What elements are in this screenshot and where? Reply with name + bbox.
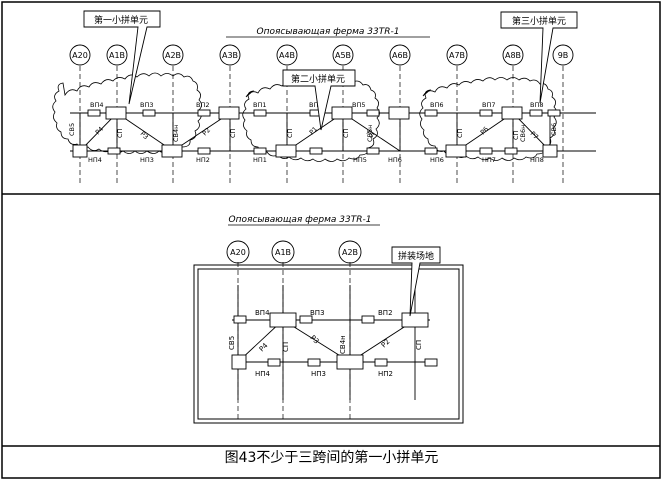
svg-text:СВ6н: СВ6н <box>519 125 527 142</box>
svg-text:НП3: НП3 <box>140 156 154 164</box>
unit3-member-labels: ВП6 ВП7 ВП8 НП6 НП7 НП8 СП СП СВ6н СВ6 Р… <box>430 101 558 164</box>
svg-text:НП3: НП3 <box>311 370 326 378</box>
assembly-site-frame-inner <box>197 268 460 420</box>
top-axis-bubble <box>219 44 241 66</box>
svg-text:НП6: НП6 <box>430 156 444 164</box>
top-axis-bubble <box>106 44 128 66</box>
top-axis-label: A1B <box>109 51 125 60</box>
svg-text:ВП7: ВП7 <box>482 101 495 109</box>
top-axis-label: A3B <box>222 51 238 60</box>
svg-text:СП: СП <box>512 130 520 140</box>
top-axis-label: A2B <box>165 51 181 60</box>
top-axis-label: A20 <box>72 51 88 60</box>
top-axis-bubble <box>69 44 91 66</box>
svg-text:ВП2: ВП2 <box>378 309 393 317</box>
top-axis-bubble <box>552 44 574 66</box>
svg-text:НП7: НП7 <box>482 156 496 164</box>
top-axis-label: A6B <box>392 51 408 60</box>
svg-text:第二小拼单元: 第二小拼单元 <box>291 73 345 85</box>
svg-text:Р7: Р7 <box>529 130 540 141</box>
svg-text:ВП5: ВП5 <box>352 101 365 109</box>
svg-text:СП: СП <box>116 128 124 138</box>
svg-text:Р4: Р4 <box>94 125 105 136</box>
svg-text:СП: СП <box>282 342 290 352</box>
top-axis-label: A5B <box>335 51 351 60</box>
svg-text:ВП1: ВП1 <box>309 101 322 109</box>
top-axis-bubble <box>446 44 468 66</box>
svg-text:СП: СП <box>286 128 294 138</box>
figure-caption: 图43不少于三跨间的第一小拼单元 <box>224 450 439 466</box>
svg-text:ВП4: ВП4 <box>255 309 270 317</box>
bottom-axis-label: A20 <box>230 248 246 257</box>
svg-text:ВП6: ВП6 <box>430 101 443 109</box>
svg-text:Р6: Р6 <box>479 125 490 136</box>
bottom-panel: Опоясывающая ферма 33TR-1 A20 A1B A2B <box>193 215 464 424</box>
svg-text:ВП4: ВП4 <box>90 101 103 109</box>
bottom-axis-bubbles: A20 A1B A2B <box>226 240 362 264</box>
bottom-panel-title: Опоясывающая ферма 33TR-1 <box>229 215 372 225</box>
top-axis-label: A8B <box>505 51 521 60</box>
top-axis-bubbles: A20 A1B A2B A3B A4B A5B A6B A7B A8B 9B <box>69 44 574 66</box>
svg-text:НП5: НП5 <box>353 156 367 164</box>
bottom-node-boxes <box>231 312 438 370</box>
svg-text:СВ4н: СВ4н <box>339 335 347 354</box>
svg-text:Р3: Р3 <box>139 130 150 141</box>
svg-text:Р4: Р4 <box>258 341 270 353</box>
top-panel: Опоясывающая ферма 33TR-1 A20 A1B A2B A3B A4… <box>52 10 596 185</box>
callout-assembly-site: 拼装场地 <box>391 246 441 317</box>
svg-text:СВ5: СВ5 <box>68 123 76 136</box>
svg-text:ВП3: ВП3 <box>140 101 153 109</box>
svg-text:ВП8: ВП8 <box>530 101 543 109</box>
svg-text:第一小拼单元: 第一小拼单元 <box>94 14 148 26</box>
svg-text:НП2: НП2 <box>196 156 210 164</box>
svg-text:НП4: НП4 <box>255 370 271 378</box>
svg-text:Р2: Р2 <box>380 338 392 350</box>
svg-text:СП: СП <box>342 128 350 138</box>
svg-text:Р1: Р1 <box>308 125 319 136</box>
unit2-member-labels: ВП1 ВП1 ВП5 НП1 НП5 НП6 СП СП СВ5н Р1 Р5 <box>253 101 402 164</box>
svg-text:第三小拼单元: 第三小拼单元 <box>512 15 566 27</box>
svg-text:Р3: Р3 <box>309 334 321 346</box>
svg-text:ВП3: ВП3 <box>310 309 325 317</box>
unit1-member-labels: ВП4 ВП3 ВП2 НП4 НП3 НП2 СВ5 СП СВ4н СП Р… <box>68 101 237 164</box>
svg-text:НП8: НП8 <box>530 156 544 164</box>
svg-text:НП6: НП6 <box>388 156 402 164</box>
svg-text:НП2: НП2 <box>378 370 393 378</box>
svg-text:СП: СП <box>229 128 237 138</box>
top-axis-bubble <box>162 44 184 66</box>
svg-text:СП: СП <box>415 340 423 350</box>
callout-second: 第二小拼单元 <box>282 69 356 131</box>
svg-text:СП: СП <box>456 128 464 138</box>
top-panel-title: Опоясывающая ферма 33TR-1 <box>257 27 400 37</box>
svg-text:拼装场地: 拼装场地 <box>398 250 434 262</box>
top-axis-bubble <box>502 44 524 66</box>
bottom-member-labels: ВП4 ВП3 ВП2 НП4 НП3 НП2 СВ5 СП СВ4н СП Р… <box>228 309 423 378</box>
svg-text:НП4: НП4 <box>88 156 102 164</box>
svg-text:СВ4н: СВ4н <box>172 125 180 142</box>
bottom-axis-label: A2B <box>342 248 358 257</box>
bottom-axis-label: A1B <box>275 248 291 257</box>
svg-text:ВП2: ВП2 <box>196 101 209 109</box>
outer-frame <box>1 1 661 479</box>
callout-first: 第一小拼单元 <box>83 10 161 105</box>
svg-text:ВП1: ВП1 <box>253 101 266 109</box>
top-node-boxes <box>72 106 561 158</box>
top-axis-label: 9B <box>558 51 569 60</box>
svg-text:СВ6: СВ6 <box>550 123 558 136</box>
svg-text:Р5: Р5 <box>365 129 376 140</box>
top-axis-bubble <box>389 44 411 66</box>
top-axis-label: A4B <box>279 51 295 60</box>
svg-text:Р2: Р2 <box>201 126 212 137</box>
svg-text:СВ5н: СВ5н <box>366 125 374 142</box>
callout-third: 第三小拼单元 <box>500 11 578 104</box>
top-axis-bubble <box>276 44 298 66</box>
top-axis-bubble <box>332 44 354 66</box>
svg-text:НП1: НП1 <box>253 156 267 164</box>
svg-text:СВ5: СВ5 <box>228 336 236 350</box>
bottom-axis-lines <box>237 262 351 420</box>
top-axis-label: A7B <box>449 51 465 60</box>
assembly-site-frame-outer <box>193 264 464 424</box>
